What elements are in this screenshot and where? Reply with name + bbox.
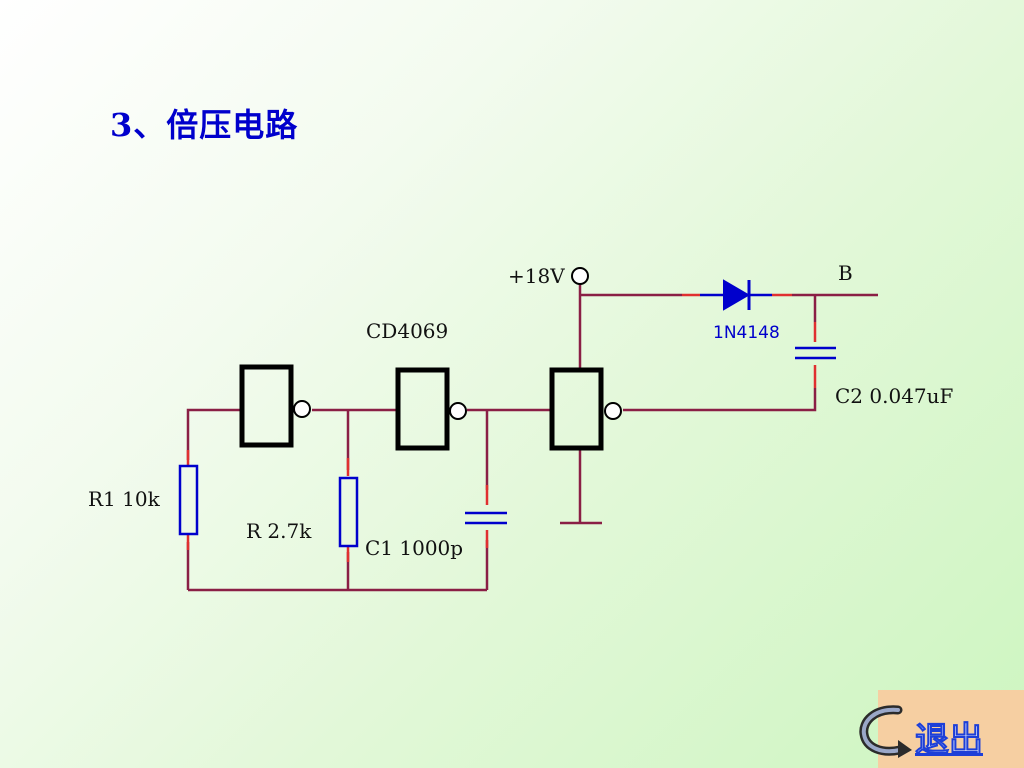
- c1-label: C1 1000p: [365, 536, 463, 560]
- capacitor-c2: [795, 346, 836, 360]
- slide-title: 3、倍压电路: [110, 106, 299, 144]
- c2-label: C2 0.047uF: [835, 384, 954, 408]
- inverter-gate-3: [549, 367, 622, 451]
- diode-label: 1N4148: [713, 323, 780, 343]
- output-b-label: B: [838, 261, 853, 285]
- supply-label: +18V: [508, 264, 565, 288]
- resistor-r: [338, 476, 359, 548]
- inverter-gate-1: [239, 364, 311, 448]
- r-label: R 2.7k: [246, 519, 312, 543]
- capacitor-c1: [465, 511, 507, 525]
- diode-icon: [700, 279, 772, 311]
- wires: [186, 284, 878, 592]
- inverter-gate-2: [395, 367, 467, 451]
- ic-label: CD4069: [366, 319, 448, 343]
- pin-stubs: [186, 293, 817, 562]
- curved-arrow-icon[interactable]: [858, 702, 914, 760]
- supply-terminal-icon: [571, 267, 589, 285]
- exit-button[interactable]: 退出: [915, 720, 984, 761]
- resistor-r1: [178, 464, 199, 536]
- r1-label: R1 10k: [88, 487, 161, 511]
